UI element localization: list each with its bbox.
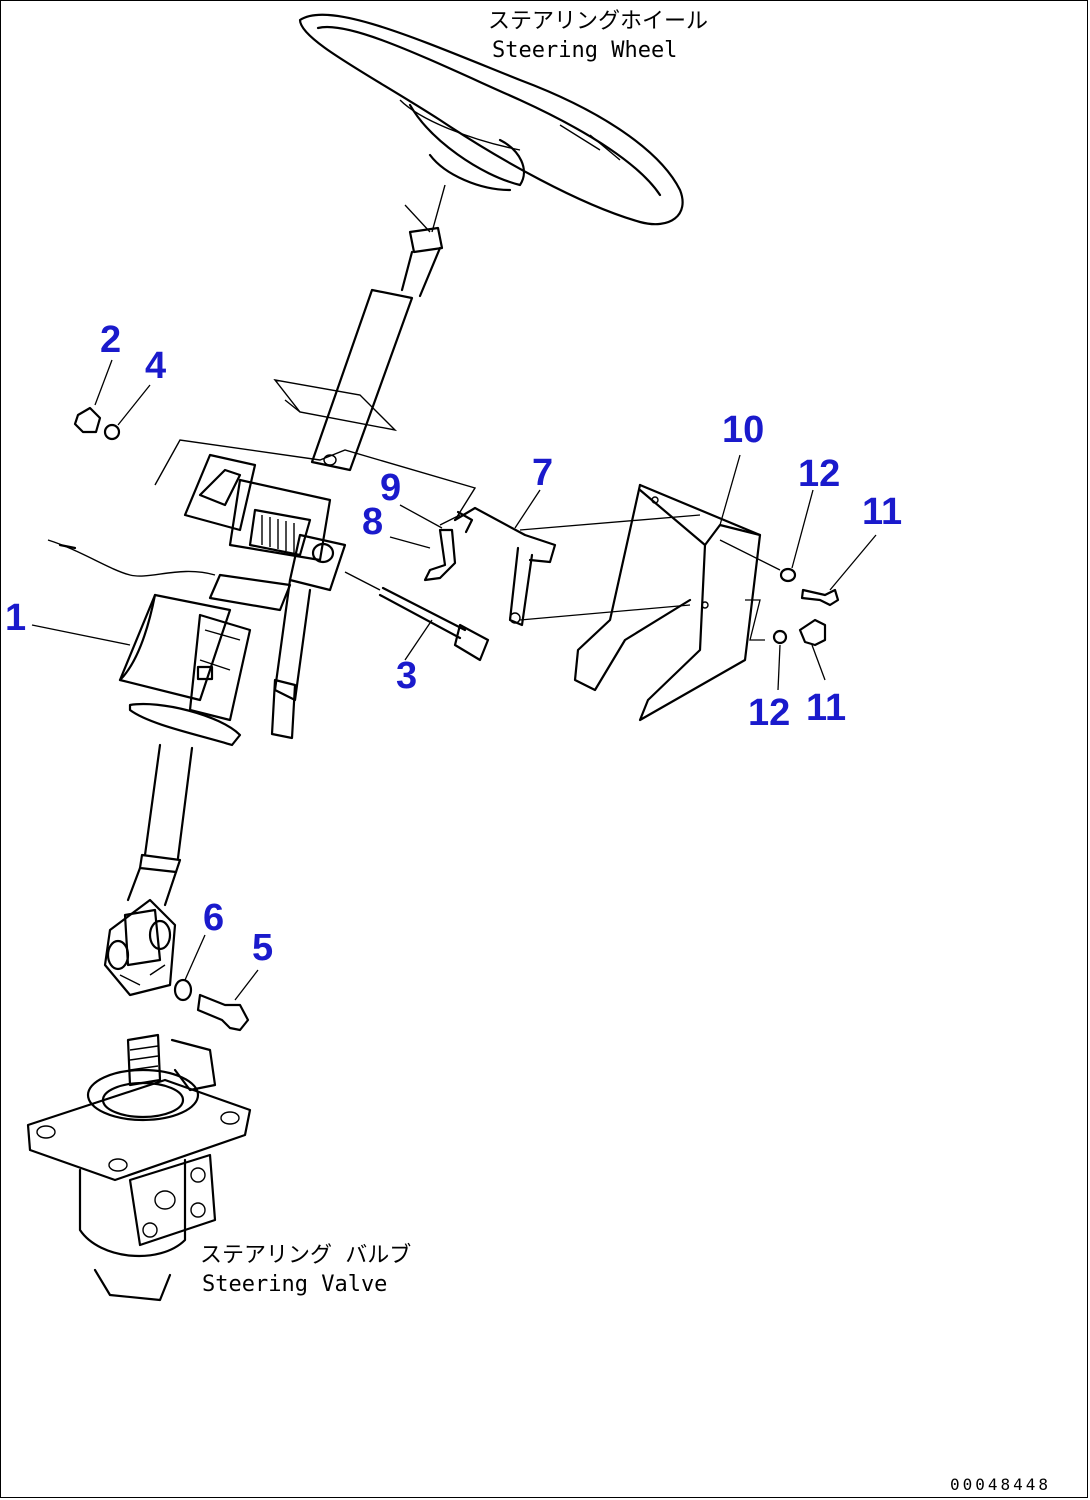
callout-3: 3 bbox=[396, 655, 417, 697]
label-steering-wheel-en: Steering Wheel bbox=[492, 38, 677, 63]
bracket-10-shape bbox=[573, 483, 762, 722]
leader-4 bbox=[117, 384, 151, 426]
callout-11-lower: 11 bbox=[806, 687, 846, 729]
bolt-5-shape bbox=[196, 993, 250, 1032]
spring-9-shape bbox=[439, 514, 461, 526]
bolt-3-shape bbox=[344, 571, 490, 662]
phantom-line-right bbox=[719, 539, 781, 641]
wire-connector bbox=[58, 543, 77, 550]
column-bracket bbox=[154, 439, 477, 740]
leader-10 bbox=[719, 454, 741, 526]
callout-1: 1 bbox=[5, 597, 26, 639]
steering-wheel bbox=[298, 13, 684, 226]
steering-valve bbox=[26, 1033, 252, 1302]
leader-12a bbox=[791, 489, 814, 569]
callout-8: 8 bbox=[362, 501, 383, 543]
leader-6 bbox=[184, 934, 206, 981]
leader-1 bbox=[31, 624, 131, 646]
leader-12b bbox=[777, 644, 781, 691]
callout-5: 5 bbox=[252, 927, 273, 969]
leader-11b bbox=[811, 644, 826, 681]
column-cover bbox=[118, 593, 252, 747]
callout-9: 9 bbox=[380, 467, 401, 509]
label-steering-valve-en: Steering Valve bbox=[202, 1272, 387, 1297]
washer-4-shape bbox=[103, 423, 121, 441]
phantom-line-lever bbox=[519, 514, 701, 531]
document-id: 00048448 bbox=[950, 1475, 1051, 1494]
wire-harness bbox=[47, 539, 216, 577]
callout-10: 10 bbox=[722, 409, 764, 451]
lever-7-shape bbox=[453, 506, 557, 627]
leader-wheel bbox=[404, 204, 431, 233]
callout-12-lower: 12 bbox=[748, 692, 790, 734]
callout-6: 6 bbox=[203, 897, 224, 939]
label-steering-valve-jp: ステアリング バルブ bbox=[200, 1243, 411, 1268]
washer-6-shape bbox=[173, 978, 193, 1002]
washer-12-lower bbox=[772, 629, 788, 645]
leader-7 bbox=[514, 489, 541, 529]
leader-9 bbox=[399, 504, 443, 529]
leader-2 bbox=[94, 359, 113, 406]
label-steering-wheel-jp: ステアリングホイール bbox=[488, 9, 708, 34]
washer-12-upper bbox=[779, 567, 797, 583]
callout-12-upper: 12 bbox=[798, 453, 840, 495]
leader-11a bbox=[829, 534, 877, 591]
bolt-11-lower bbox=[798, 618, 827, 647]
leader-5 bbox=[234, 969, 259, 1001]
upper-column bbox=[273, 184, 446, 472]
callout-7: 7 bbox=[532, 452, 553, 494]
callout-11-upper: 11 bbox=[862, 491, 902, 533]
callout-2: 2 bbox=[100, 319, 121, 361]
leader-3 bbox=[404, 619, 433, 661]
callout-4: 4 bbox=[145, 345, 166, 387]
lower-shaft bbox=[103, 743, 194, 997]
phantom-line-lower bbox=[519, 604, 691, 621]
nut-2-shape bbox=[73, 406, 102, 434]
bolt-11-upper bbox=[800, 588, 840, 607]
bolt-8-shape bbox=[423, 528, 457, 582]
leader-8 bbox=[389, 536, 431, 549]
